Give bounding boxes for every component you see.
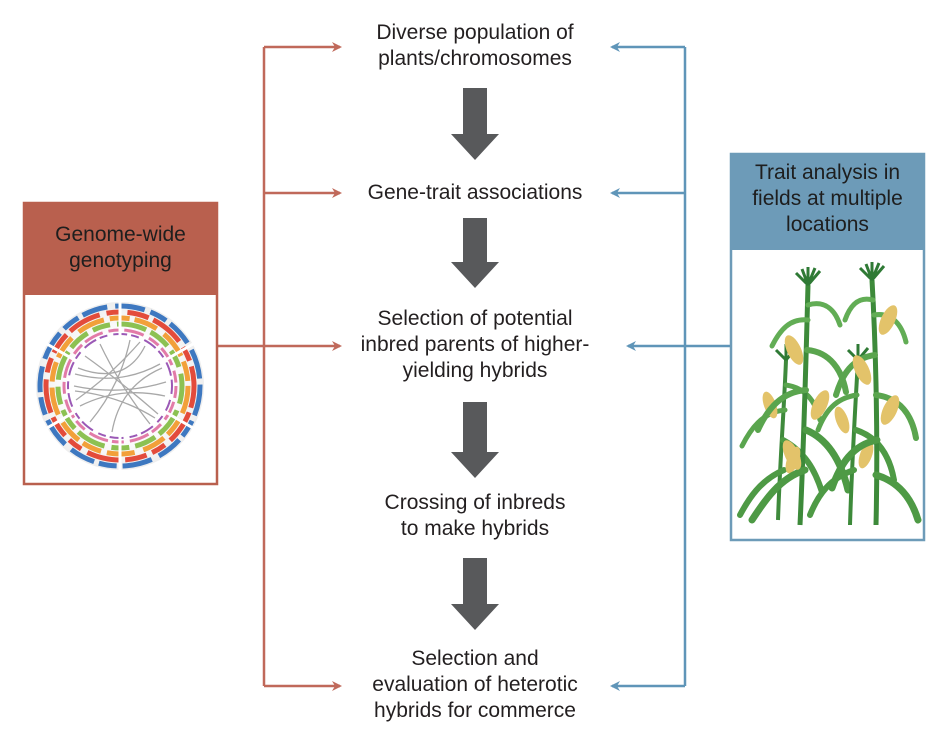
corn-plants-image xyxy=(737,262,922,526)
left-connectors xyxy=(218,42,342,691)
flow-arrow-4 xyxy=(451,558,499,630)
flow-arrow-2 xyxy=(451,218,499,288)
flow-arrow-1 xyxy=(451,88,499,160)
circos-plot-image xyxy=(36,302,204,470)
corn-plant-right xyxy=(828,262,922,526)
step-gene-trait-associations: Gene-trait associations xyxy=(367,181,583,204)
step-selection-inbred-parents: Selection of potential inbred parents of… xyxy=(360,307,590,382)
trait-analysis-box xyxy=(729,152,926,542)
genotyping-box-title: Genome-wide genotyping xyxy=(55,223,186,272)
step-selection-evaluation-hybrids: Selection and evaluation of heterotic hy… xyxy=(372,647,578,722)
trait-analysis-box-title: Trait analysis in fields at multiple loc… xyxy=(752,161,903,236)
corn-plant-middle xyxy=(807,344,897,526)
flow-arrow-3 xyxy=(451,402,499,478)
step-diverse-population: Diverse population of plants/chromosomes xyxy=(376,21,574,70)
right-connectors xyxy=(610,42,730,691)
step-crossing-inbreds: Crossing of inbreds to make hybrids xyxy=(384,491,566,540)
corn-plant-left xyxy=(748,267,852,526)
